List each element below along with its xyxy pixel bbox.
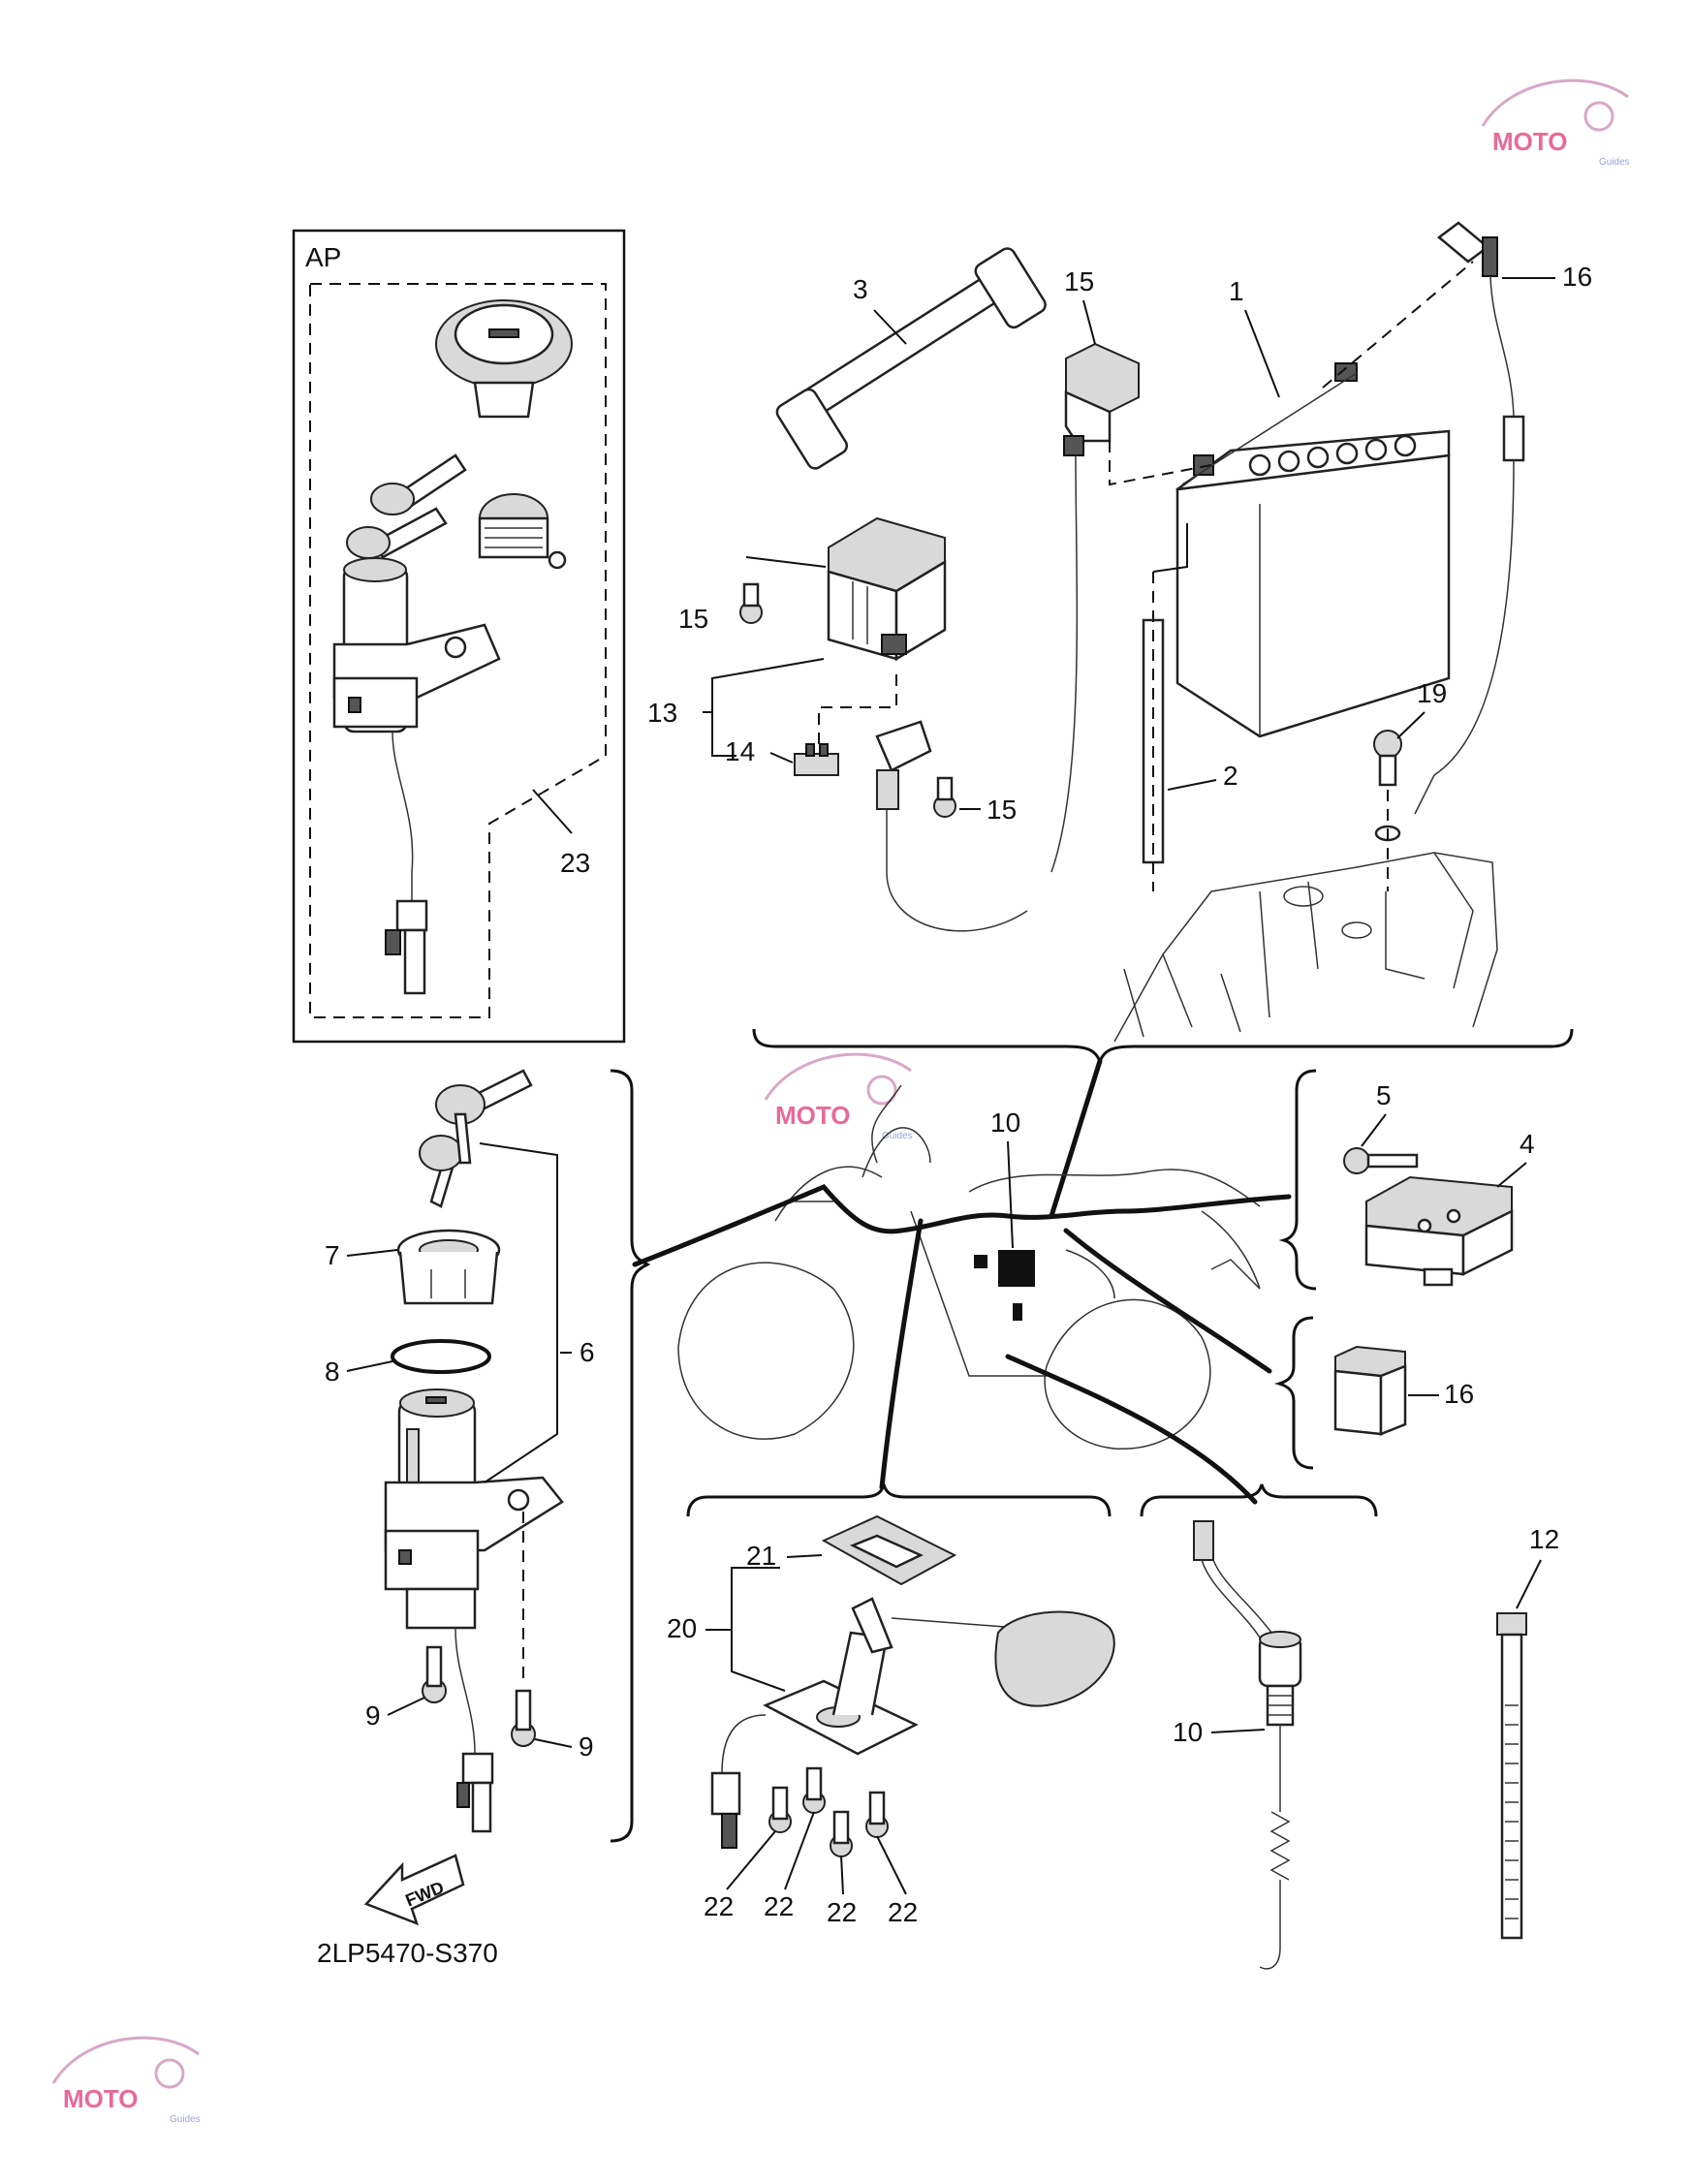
fwd-arrow: FWD [363,1854,465,1926]
relay-group: 16 [1273,1316,1474,1470]
callout-9a: 9 [365,1700,381,1731]
ap-seat-lock [478,493,567,570]
callout-23: 23 [560,848,590,878]
callout-22c: 22 [827,1897,857,1927]
callout-13: 13 [647,698,677,728]
watermark-text: MOTO [63,2084,139,2113]
o-ring [391,1339,491,1374]
battery [1175,362,1451,738]
starter-relay [827,516,947,662]
gasket-21 [821,1514,957,1586]
battery-group: 3 1 2 [647,221,1592,1219]
callout-10: 10 [1173,1717,1203,1747]
main-fuse [794,743,839,776]
frame-sketch [1113,852,1498,1043]
fuel-sender-group: 21 20 22 22 22 22 [667,1483,1115,1927]
callout-22d: 22 [888,1897,918,1927]
bolt-5 [1343,1147,1419,1174]
callout-4: 4 [1520,1129,1535,1159]
watermark-subtext: Guides [882,1131,913,1141]
callout-15a: 15 [678,604,708,634]
watermark-logo-top: MOTO Guides [1481,78,1630,168]
callout-3: 3 [853,274,868,304]
rectifier-group: 5 4 [1278,1069,1535,1291]
callout-7: 7 [325,1240,340,1270]
callout-1: 1 [1229,276,1244,306]
callout-22b: 22 [764,1891,794,1921]
terminal-cover-17 [1050,342,1140,873]
callout-19: 19 [1417,678,1447,708]
main-switch [384,1388,564,1833]
callout-6: 6 [580,1337,595,1367]
callout-11: 10 [990,1108,1020,1138]
callout-21: 21 [746,1541,776,1571]
watermark-logo-middle: MOTO Guides [764,1052,913,1141]
callout-17: 15 [1064,266,1094,296]
watermark-subtext: Guides [1599,157,1630,168]
ap-label: AP [305,242,341,272]
callout-20: 20 [667,1613,697,1643]
motorcycle-silhouette [677,1084,1261,1450]
keys [419,1069,533,1208]
battery-lead-18 [1436,221,1525,462]
ap-keys [346,453,467,559]
fuel-sender [710,1597,1115,1849]
callout-2: 2 [1223,761,1238,791]
watermark-text: MOTO [775,1101,851,1130]
diagram-code: 2LP5470-S370 [317,1938,498,1968]
cable-tie [1496,1612,1527,1940]
callout-5: 5 [1376,1080,1392,1110]
callout-16: 16 [1444,1379,1474,1409]
wire-harness-connector [998,1250,1035,1287]
callout-12: 12 [1529,1524,1559,1554]
watermark-text: MOTO [1492,127,1568,156]
screws-22 [768,1766,889,1857]
ap-fuel-cap [435,299,573,419]
main-switch-group: 7 8 6 9 9 [317,1069,651,1968]
watermark-logo-bottom: MOTO Guides [51,2036,201,2125]
ap-kit-box: AP [292,229,626,1044]
watermark-subtext: Guides [170,2114,201,2125]
rectifier-regulator [1364,1175,1514,1287]
bolt-19 [1373,730,1402,759]
callout-15b: 15 [987,795,1017,825]
callout-8: 8 [325,1357,340,1387]
ap-ignition-switch [332,557,501,995]
callout-14: 14 [725,736,755,766]
callout-18: 16 [1562,262,1592,292]
sensor-group: 10 [1140,1483,1378,1970]
callout-22a: 22 [704,1891,734,1921]
callout-9b: 9 [579,1732,594,1762]
battery-strap [775,247,1047,470]
sensor-10 [1193,1520,1302,1970]
